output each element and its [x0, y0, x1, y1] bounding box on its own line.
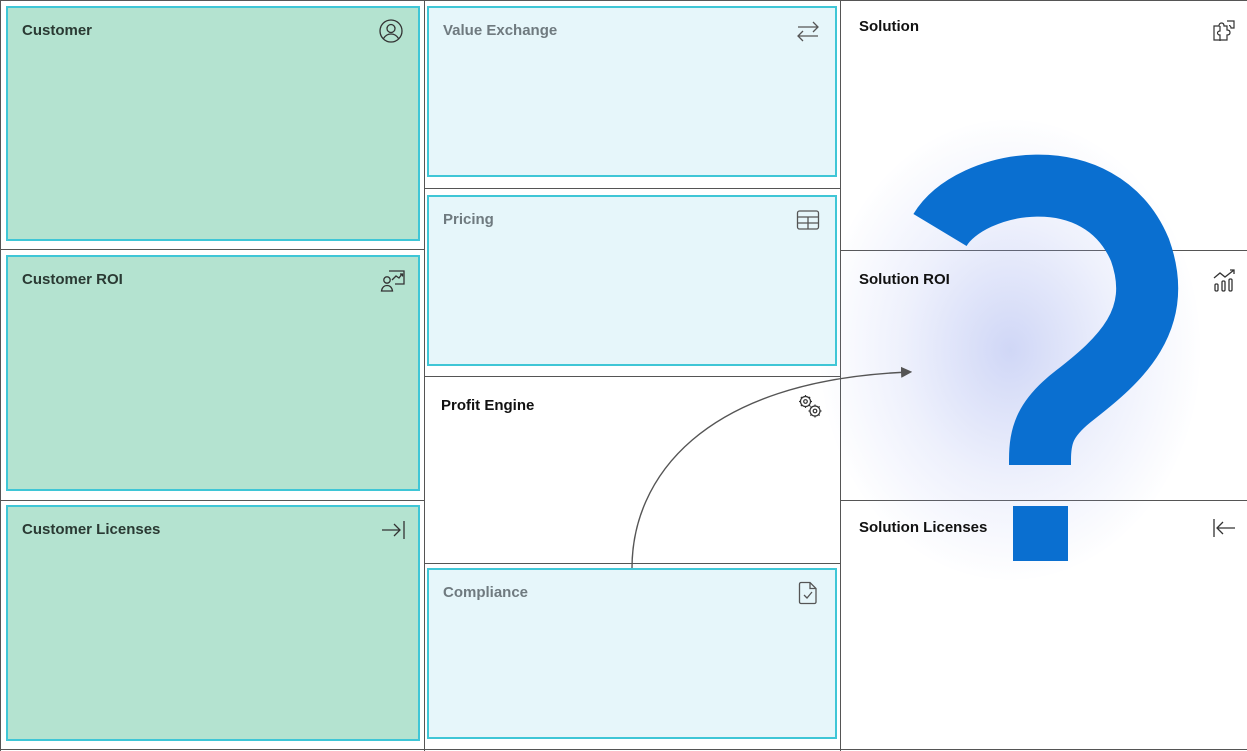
solution-tile[interactable]: Solution [843, 4, 1245, 248]
row-divider-right-2 [840, 500, 1247, 501]
question-mark-hook [913, 154, 1179, 465]
user-circle-icon [378, 18, 404, 44]
customer-label: Customer [22, 22, 93, 39]
customer-roi-label: Customer ROI [22, 271, 123, 288]
question-mark-dot [1013, 506, 1068, 561]
puzzle-icon [1211, 18, 1237, 44]
document-check-icon [795, 580, 821, 606]
row-divider-left-2 [0, 500, 424, 501]
customer-tile[interactable]: Customer [6, 6, 420, 241]
arrow-right-to-bar-icon [380, 517, 406, 543]
question-mark-overlay [913, 154, 1179, 561]
customer-roi-tile[interactable]: Customer ROI [6, 255, 420, 491]
compliance-label: Compliance [443, 584, 529, 601]
row-divider-mid-2 [424, 376, 840, 377]
customer-licenses-tile[interactable]: Customer Licenses [6, 505, 420, 741]
swap-arrows-icon [795, 18, 821, 44]
value-exchange-tile[interactable]: Value Exchange [427, 6, 837, 177]
solution-label: Solution [859, 18, 919, 35]
frame-left [0, 0, 1, 751]
value-exchange-label: Value Exchange [443, 22, 558, 39]
pricing-label: Pricing [443, 211, 494, 228]
gears-icon [797, 393, 823, 419]
row-divider-mid-1 [424, 188, 840, 189]
row-divider-right-1 [840, 250, 1247, 251]
customer-licenses-label: Customer Licenses [22, 521, 161, 538]
table-icon [795, 207, 821, 233]
compliance-tile[interactable]: Compliance [427, 568, 837, 739]
profit-engine-tile[interactable]: Profit Engine [427, 379, 837, 561]
row-divider-left-1 [0, 249, 424, 250]
frame-bottom [0, 749, 1247, 750]
presentation-chart-icon [380, 267, 406, 293]
column-divider-1 [424, 0, 425, 751]
solution-roi-label: Solution ROI [859, 271, 950, 288]
frame-top [0, 0, 1247, 1]
column-divider-2 [840, 0, 841, 751]
row-divider-mid-3 [424, 563, 840, 564]
profit-engine-label: Profit Engine [441, 397, 535, 414]
solution-roi-tile[interactable]: Solution ROI [843, 253, 1245, 498]
pricing-tile[interactable]: Pricing [427, 195, 837, 366]
arrow-left-from-bar-icon [1211, 515, 1237, 541]
bar-chart-trend-icon [1211, 267, 1237, 293]
